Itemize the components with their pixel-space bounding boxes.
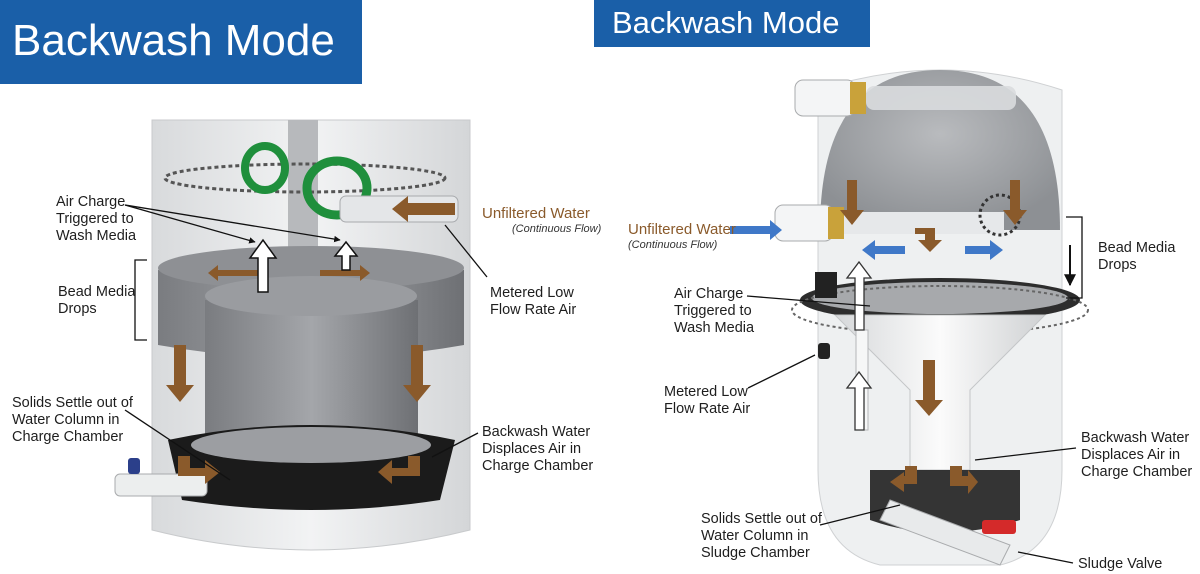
left-title-banner: Backwash Mode [0,0,362,84]
right-backwash-water-label: Backwash Water Displaces Air in Charge C… [1081,430,1193,480]
right-solids-settle-label: Solids Settle out of Water Column in Slu… [701,511,822,561]
left-solids-settle-label: Solids Settle out of Water Column in Cha… [12,395,133,445]
left-leader-lines [124,204,488,481]
left-metered-air-label: Metered Low Flow Rate Air [490,285,577,318]
left-title: Backwash Mode [12,16,335,65]
right-metered-air-label: Metered Low Flow Rate Air [664,384,751,417]
right-air-charge-label: Air Charge Triggered to Wash Media [674,286,755,336]
right-bead-media-label: Bead Media Drops [1098,240,1176,273]
right-filter-illustration [730,69,1089,566]
left-bead-media-label: Bead Media Drops [58,284,136,317]
left-unfiltered-water-label: Unfiltered Water (Continuous Flow) [482,205,602,235]
right-unfiltered-water-label: Unfiltered Water (Continuous Flow) [628,221,736,251]
left-air-charge-label: Air Charge Triggered to Wash Media [56,194,137,244]
right-sludge-valve-label: Sludge Valve [1078,556,1163,572]
right-title-banner: Backwash Mode [594,0,870,47]
right-leader-lines [746,216,1083,564]
left-backwash-water-label: Backwash Water Displaces Air in Charge C… [482,424,594,474]
right-title: Backwash Mode [612,5,840,40]
left-filter-illustration [114,119,471,551]
